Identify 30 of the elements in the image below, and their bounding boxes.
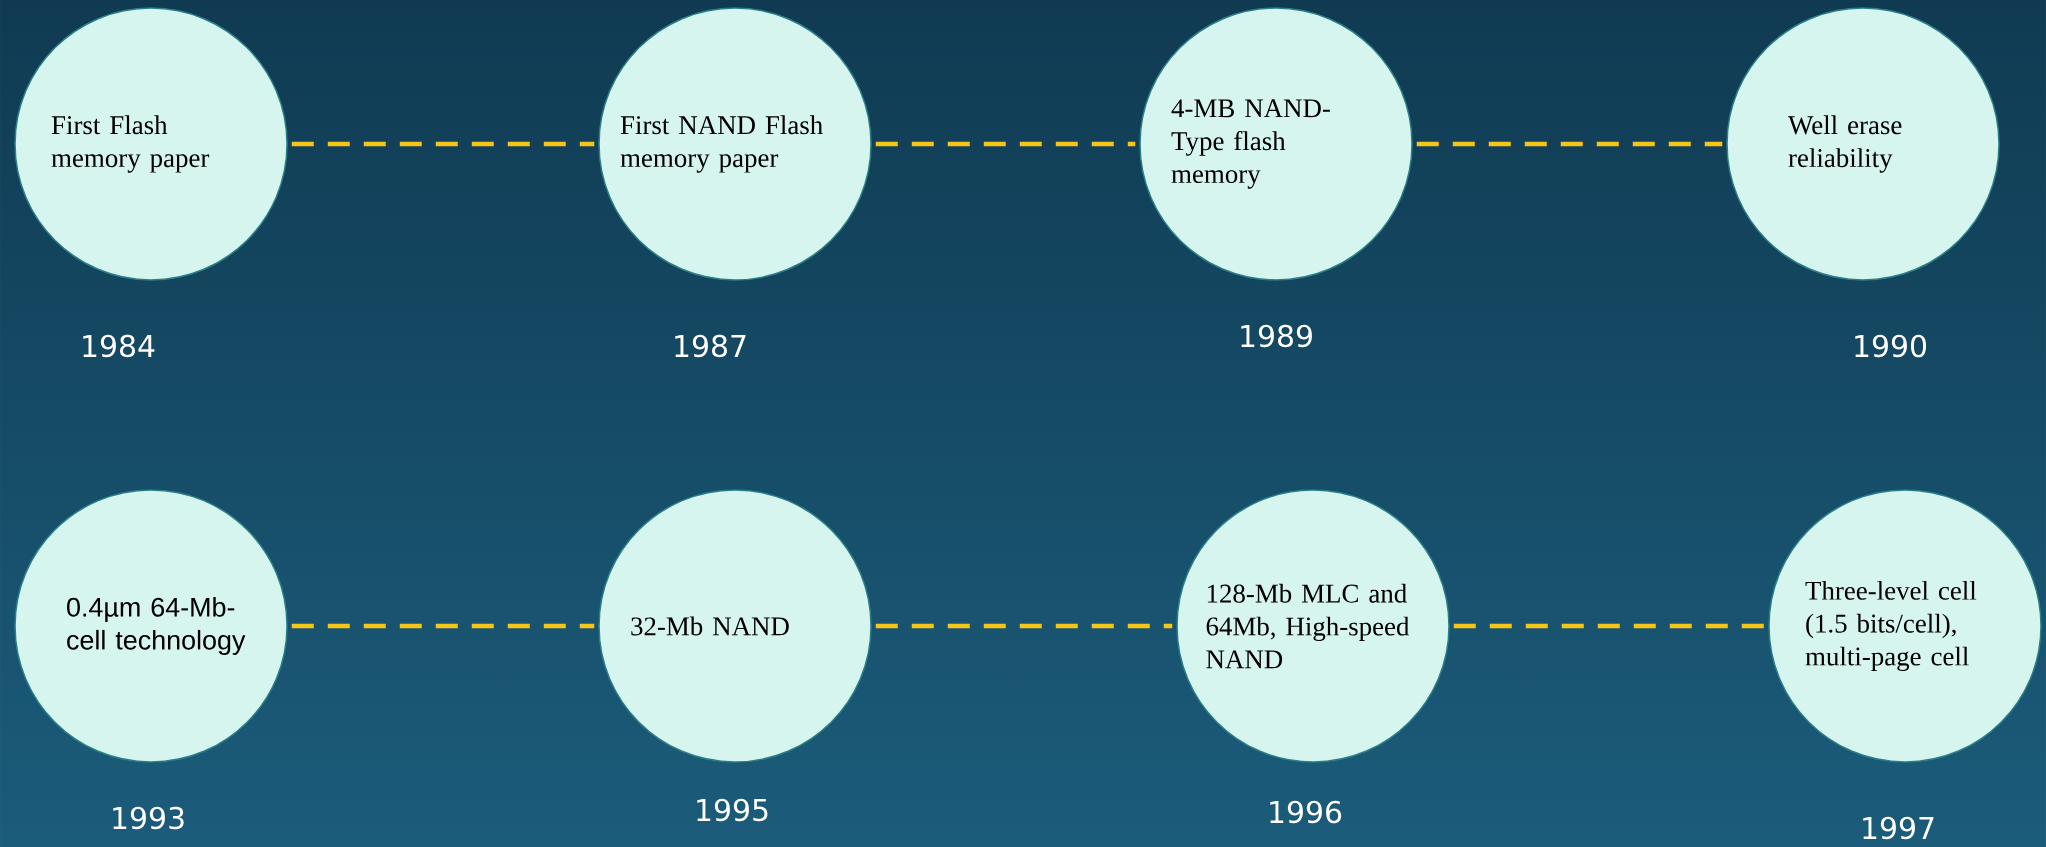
timeline-circle [598,489,872,763]
circle-text: First NAND Flash memory paper [620,115,823,173]
dashed-connector [1416,141,1723,147]
year-label: 1989 [1241,324,1312,348]
dashed-connector [291,623,595,629]
year-label: 1996 [1270,800,1342,824]
timeline-circle [14,7,288,281]
year-label: 1987 [675,334,746,358]
year-label: 1984 [83,334,155,358]
timeline-circle [1726,7,2000,281]
year-label: 1990 [1855,334,1927,358]
timeline-circle [1139,7,1413,281]
year-label: 1995 [697,798,768,822]
year-label: 1997 [1863,816,1934,840]
circle-text: 4-MB NAND-Type flash memory [1171,99,1330,189]
timeline-circle [598,7,872,281]
dashed-connector [875,623,1173,629]
timeline-circle [1768,489,2042,763]
circle-text: 128-Mb MLC and 64Mb, High-speed NAND [1206,583,1410,669]
dashed-connector [291,141,595,147]
year-label: 1993 [113,806,184,830]
timeline-circle [14,489,288,763]
circle-text: Three-level cell (1.5 bits/cell), multi-page cell [1805,580,1977,672]
circle-text: 32-Mb NAND [631,616,789,636]
dashed-connector [1453,623,1765,629]
circle-text: Well erase reliability [1788,115,1902,173]
dashed-connector [875,141,1136,147]
circle-text: First Flash memory paper [51,115,210,173]
circle-text: 0.4µm 64-Mb-cell technology [67,597,246,655]
timeline-circle [1176,489,1450,763]
